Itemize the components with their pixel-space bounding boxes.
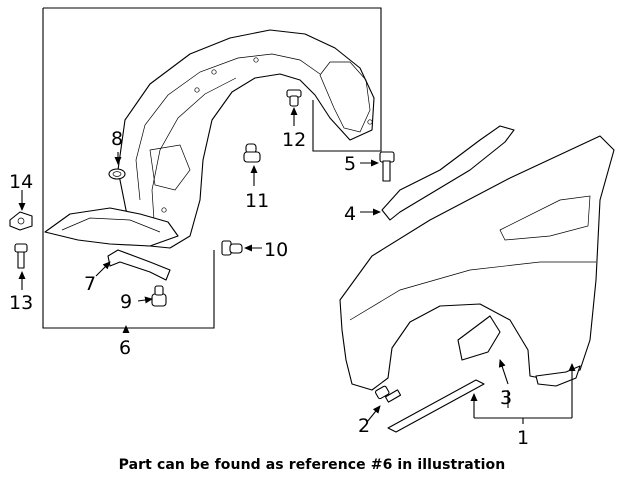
nut-clip-14 xyxy=(9,211,33,231)
callout-9: 9 xyxy=(120,291,132,313)
bolt-13 xyxy=(14,243,28,269)
callout-4: 4 xyxy=(344,203,356,225)
callout-7: 7 xyxy=(84,273,96,295)
callout-8: 8 xyxy=(111,128,123,150)
liner-bracket xyxy=(107,249,171,281)
bolt-2 xyxy=(374,385,402,403)
callout-6: 6 xyxy=(119,337,131,359)
callout-5: 5 xyxy=(344,153,356,175)
fender-seal xyxy=(387,379,485,433)
clip-10 xyxy=(221,240,243,256)
callout-1: 1 xyxy=(517,427,529,449)
grommet-8-inner xyxy=(112,171,122,177)
callout-10: 10 xyxy=(264,239,288,261)
reference-caption: Part can be found as reference #6 in ill… xyxy=(118,457,506,473)
front-fender xyxy=(339,135,615,391)
callout-11: 11 xyxy=(245,190,269,212)
callout-14: 14 xyxy=(9,171,33,193)
leader-lines xyxy=(18,107,576,424)
bolt-5 xyxy=(379,151,395,182)
clip-9 xyxy=(151,285,167,307)
callout-3: 3 xyxy=(500,387,512,409)
callout-13: 13 xyxy=(9,292,33,314)
clip-12 xyxy=(286,89,302,107)
clip-11 xyxy=(243,143,261,163)
fender-liner xyxy=(44,29,375,249)
callout-2: 2 xyxy=(358,415,370,437)
callout-12: 12 xyxy=(282,129,306,151)
grommet-8 xyxy=(108,168,126,180)
fender-bracket xyxy=(381,125,515,221)
